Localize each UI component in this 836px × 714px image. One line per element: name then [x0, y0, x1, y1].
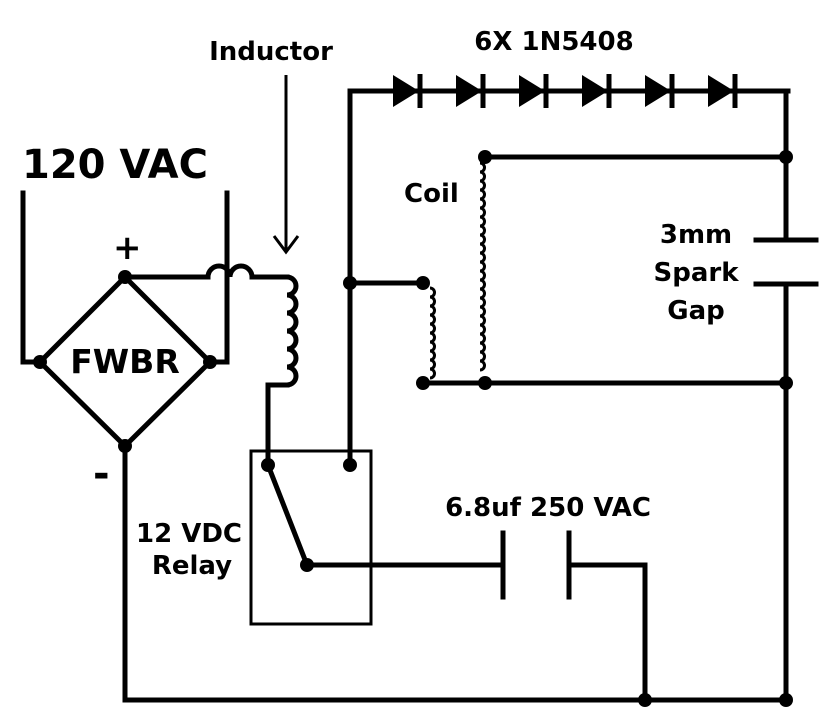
coil-label: Coil	[404, 179, 459, 209]
bridge-left-node	[33, 355, 47, 369]
spark-gap-label-3: Gap	[667, 296, 725, 326]
return-line	[122, 443, 793, 707]
bridge-right-node	[203, 355, 217, 369]
return-node-gap	[779, 693, 793, 707]
spark-gap-label-2: Spark	[654, 258, 740, 288]
relay-label-2: Relay	[152, 551, 232, 581]
diode-3	[519, 75, 545, 107]
diode-5	[645, 75, 671, 107]
high-voltage-bus	[343, 88, 426, 468]
diode-1	[393, 75, 419, 107]
capacitor-symbol	[304, 530, 648, 703]
bridge-label: FWBR	[70, 342, 180, 381]
spark-gap-label-1: 3mm	[660, 220, 732, 250]
inductor-symbol	[265, 75, 300, 468]
relay-symbol	[249, 449, 373, 626]
primary-winding	[429, 286, 436, 380]
inductor-pointer-arrowhead	[272, 235, 300, 255]
bridge-plus-wire	[122, 263, 290, 280]
secondary-winding	[479, 161, 486, 372]
inductor-label: Inductor	[209, 37, 333, 67]
spark-gap-symbol	[753, 237, 819, 703]
relay-contact-arm	[264, 461, 311, 569]
supply-voltage-label: 120 VAC	[22, 142, 208, 188]
relay-label-1: 12 VDC	[136, 519, 242, 549]
bridge-plus-label: +	[113, 228, 142, 268]
diode-6	[708, 75, 734, 107]
relay-box	[249, 449, 373, 626]
diode-4	[582, 75, 608, 107]
gap-top-node	[779, 150, 793, 164]
bridge-minus-label: -	[93, 451, 110, 497]
diodes-group	[393, 74, 738, 108]
diode-chain	[387, 74, 791, 241]
diode-2	[456, 75, 482, 107]
diodes-label: 6X 1N5408	[474, 27, 633, 57]
primary-top-node	[416, 276, 430, 290]
return-node-capacitor	[638, 693, 652, 707]
capacitor-label: 6.8uf 250 VAC	[445, 493, 651, 523]
